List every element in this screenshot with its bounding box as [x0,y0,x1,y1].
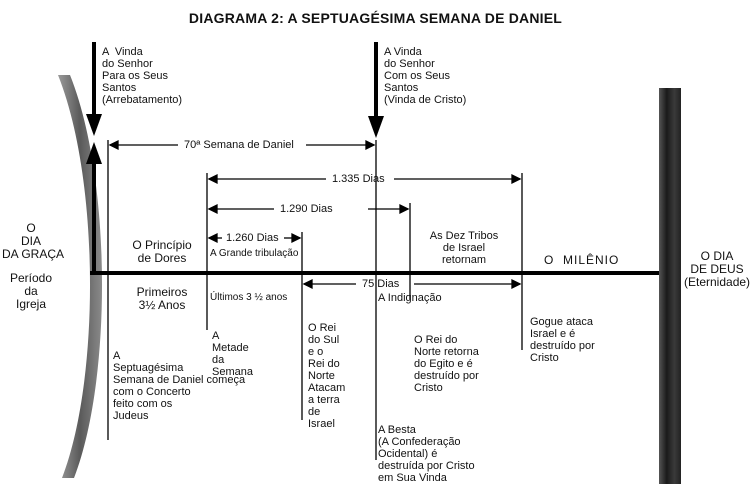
dez-tribos-label: As Dez Tribos de Israel retornam [429,230,499,266]
diagram-title: DIAGRAMA 2: A SEPTUAGÉSIMA SEMANA DE DAN… [188,10,563,26]
gogue-label: Gogue ataca Israel e é destruído por Cri… [530,316,595,364]
rei-norte-retorna-label: O Rei do Norte retorna do Egito e é dest… [414,334,479,394]
eternity-pillar [659,88,681,484]
second-coming-arrow [368,42,384,138]
dia-da-graca-label: O DIA DA GRAÇA [2,221,65,261]
rapture-up-arrow [86,142,102,273]
semana-daniel-span-label: 70ª Semana de Daniel [184,139,294,151]
vinda-para-santos-label: A Vinda do Senhor Para os Seus Santos (A… [102,46,183,106]
dias-1335-label: 1.335 Dias [332,173,385,185]
event-ticks [107,140,523,460]
septuagesima-label: A Septuagésima Semana de Daniel começa c… [113,350,246,422]
primeiros-anos-label: Primeiros 3½ Anos [136,285,188,312]
dias-75-label: 75 Dias [362,278,400,290]
rei-sul-norte-label: O Rei do Sul e o Rei do Norte Atacam a t… [308,322,346,430]
dias-1260-label: 1.260 Dias [226,232,279,244]
dia-de-deus-label: O DIA DE DEUS (Eternidade) [684,249,751,289]
milenio-label: O MILÊNIO [544,253,620,267]
principio-dores-label: O Princípio de Dores [132,238,192,265]
vinda-com-santos-label: A Vinda do Senhor Com os Seus Santos (Vi… [384,46,467,106]
periodo-igreja-label: Período da Igreja [9,271,53,311]
span-arrows [108,139,522,290]
dias-1290-label: 1.290 Dias [280,203,333,215]
grande-tribulacao-label: A Grande tribulação [210,248,299,259]
grace-arc [58,75,103,478]
metade-semana-label: A Metade da Semana [212,330,253,378]
besta-label: A Besta (A Confederação Ocidental) é des… [378,424,475,484]
rapture-down-arrow [86,42,102,136]
ultimos-anos-label: Últimos 3 ½ anos [210,292,288,303]
indignacao-label: A Indignação [378,292,442,304]
